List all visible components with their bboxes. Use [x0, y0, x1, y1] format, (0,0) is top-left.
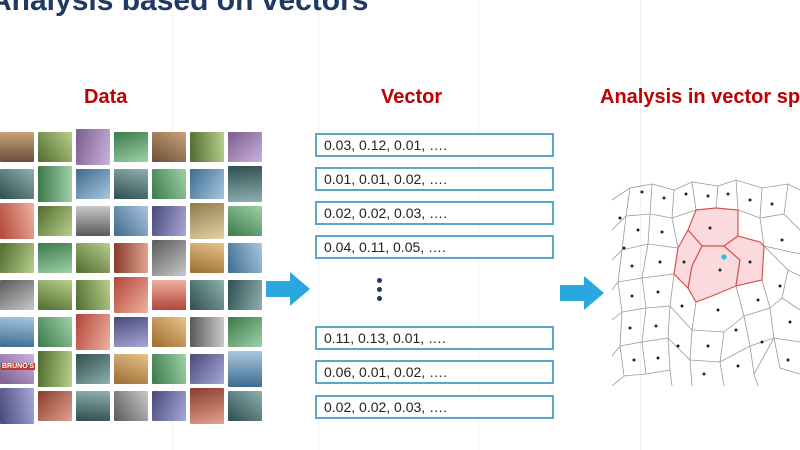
- data-image-thumbnail: [76, 354, 110, 384]
- vector-row: 0.02, 0.02, 0.03, ….: [315, 201, 554, 225]
- data-image-thumbnail: [0, 169, 34, 199]
- data-image-thumbnail: [38, 206, 72, 236]
- data-image-grid: BRUNO'S: [0, 129, 262, 424]
- data-image-thumbnail: [228, 317, 262, 347]
- data-image-thumbnail: [38, 243, 72, 273]
- data-image-thumbnail: [114, 391, 148, 421]
- data-image-thumbnail: [0, 243, 34, 273]
- voronoi-points: [618, 190, 792, 376]
- data-image-thumbnail: [38, 317, 72, 347]
- data-image-thumbnail: [38, 280, 72, 310]
- heading-vector: Vector: [381, 86, 443, 108]
- data-image-thumbnail: [76, 206, 110, 236]
- data-image-thumbnail: [0, 280, 34, 310]
- data-image-thumbnail: [190, 203, 224, 239]
- data-image-thumbnail: [152, 391, 186, 421]
- vector-row: 0.02, 0.02, 0.03, ….: [315, 395, 554, 419]
- data-image-thumbnail: [38, 132, 72, 162]
- data-image-thumbnail: [114, 169, 148, 199]
- data-image-thumbnail: [228, 280, 262, 310]
- data-image-thumbnail: [190, 388, 224, 424]
- data-image-thumbnail: [190, 280, 224, 310]
- data-image-thumbnail: [152, 132, 186, 162]
- data-image-thumbnail: [76, 391, 110, 421]
- arrow-right-icon: [266, 272, 310, 306]
- data-image-thumbnail: [152, 240, 186, 276]
- layout-guide: [640, 0, 641, 450]
- data-image-thumbnail: [152, 317, 186, 347]
- voronoi-diagram: [612, 179, 800, 386]
- data-image-thumbnail: [152, 206, 186, 236]
- data-image-thumbnail: [76, 243, 110, 273]
- data-image-thumbnail: [0, 132, 34, 162]
- data-image-thumbnail: [38, 351, 72, 387]
- vector-row: 0.04, 0.11, 0.05, ….: [315, 235, 554, 259]
- data-image-thumbnail: [0, 203, 34, 239]
- data-image-thumbnail: [190, 243, 224, 273]
- query-point: [721, 254, 727, 260]
- vector-row: 0.06, 0.01, 0.02, ….: [315, 360, 554, 384]
- data-image-thumbnail: [76, 280, 110, 310]
- data-image-thumbnail: [228, 243, 262, 273]
- data-image-thumbnail: [228, 132, 262, 162]
- data-image-thumbnail: [0, 388, 34, 424]
- data-image-thumbnail: [228, 351, 262, 387]
- data-image-thumbnail: [76, 314, 110, 350]
- data-image-thumbnail: [190, 132, 224, 162]
- slide-title: Analysis based on vectors: [0, 0, 369, 17]
- arrow-right-icon: [560, 276, 604, 310]
- data-image-thumbnail: [114, 317, 148, 347]
- data-image-thumbnail: [152, 354, 186, 384]
- data-image-thumbnail: [114, 243, 148, 273]
- voronoi-highlight-region: [673, 207, 765, 303]
- data-image-thumbnail: [38, 166, 72, 202]
- vector-row: 0.11, 0.13, 0.01, ….: [315, 326, 554, 350]
- highlight-cell: [673, 228, 703, 290]
- heading-analysis: Analysis in vector sp: [600, 86, 800, 108]
- data-image-thumbnail: [0, 317, 34, 347]
- data-image-thumbnail: [190, 354, 224, 384]
- data-image-thumbnail: [190, 317, 224, 347]
- data-image-thumbnail: [152, 280, 186, 310]
- data-image-thumbnail: [114, 277, 148, 313]
- data-image-thumbnail: [114, 354, 148, 384]
- data-image-thumbnail: [152, 169, 186, 199]
- data-image-thumbnail: [190, 169, 224, 199]
- layout-guide: [318, 0, 319, 450]
- vector-row: 0.01, 0.01, 0.02, ….: [315, 167, 554, 191]
- layout-guide: [478, 0, 479, 450]
- highlight-cell: [723, 235, 765, 287]
- data-image-thumbnail: [76, 169, 110, 199]
- data-image-thumbnail: [228, 166, 262, 202]
- data-image-thumbnail: [228, 391, 262, 421]
- data-image-thumbnail: BRUNO'S: [0, 354, 35, 384]
- vector-row: 0.03, 0.12, 0.01, ….: [315, 133, 554, 157]
- data-image-thumbnail: [38, 391, 72, 421]
- data-image-thumbnail: [228, 206, 262, 236]
- data-image-thumbnail: [76, 129, 110, 165]
- image-overlay-text: BRUNO'S: [1, 363, 35, 370]
- data-image-thumbnail: [114, 132, 148, 162]
- data-image-thumbnail: [114, 206, 148, 236]
- heading-data: Data: [84, 86, 128, 108]
